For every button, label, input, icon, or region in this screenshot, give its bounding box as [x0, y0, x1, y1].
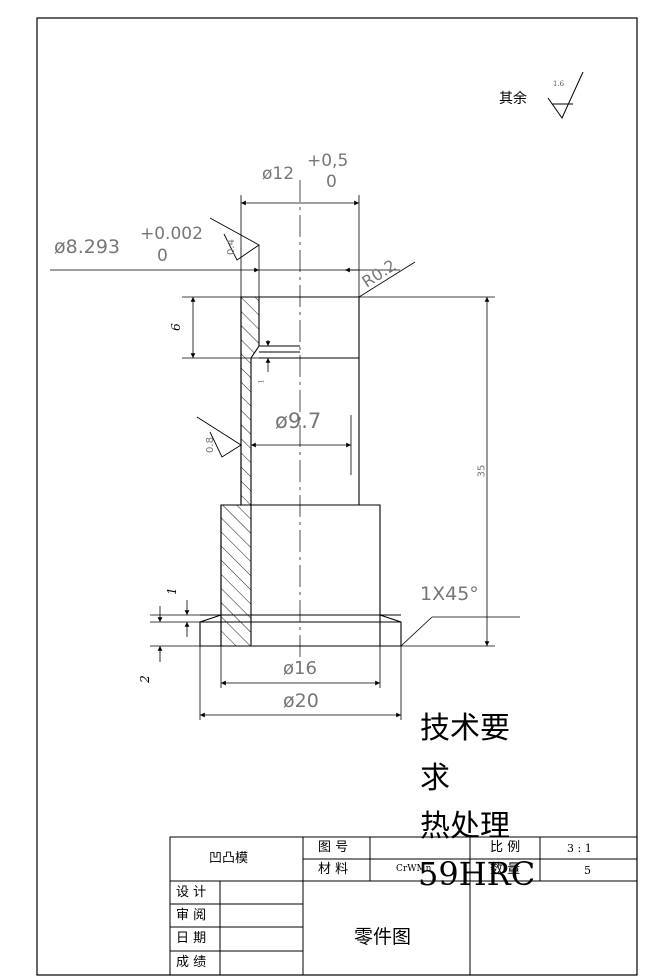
- tech-req-line2: 求: [420, 761, 450, 796]
- top-diameter-tol-upper: +0,5: [307, 151, 349, 171]
- material-value: CrWMn: [396, 864, 432, 874]
- quantity-value: 5: [584, 864, 591, 877]
- inner-roughness-value: 0.8: [204, 437, 216, 453]
- drawing-title: 零件图: [354, 926, 412, 948]
- bore-diameter-tol-upper: +0.002: [140, 224, 203, 244]
- small-step-label: 1: [257, 379, 266, 384]
- material-label: 材 料: [318, 862, 349, 877]
- chamfer-label: 1X45°: [420, 583, 479, 605]
- designer-label: 设 计: [176, 885, 207, 900]
- bore-roughness-value: 0.4: [225, 239, 237, 255]
- d16-label: ø16: [283, 658, 317, 679]
- step-2-label: 2: [137, 675, 152, 683]
- quantity-label: 数 量: [490, 862, 521, 877]
- date-label: 日 期: [176, 931, 207, 946]
- title-block: [169, 836, 638, 976]
- d20-label: ø20: [283, 690, 319, 712]
- height-35-label: 35: [476, 464, 488, 478]
- bore-diameter-label: ø8.293: [54, 236, 121, 258]
- top-diameter-label: ø12: [262, 164, 295, 184]
- roughness-value: 1.6: [553, 80, 565, 88]
- scale-label: 比 例: [490, 840, 521, 855]
- surface-roughness-marks: [196, 217, 260, 458]
- step-1-label: 1: [164, 587, 179, 595]
- scale-value: 3 : 1: [567, 842, 592, 855]
- top-diameter-tol-lower: 0: [326, 172, 337, 192]
- reviewer-label: 审 阅: [176, 908, 207, 923]
- part-body: [199, 296, 402, 647]
- roughness-label: 其余: [499, 91, 527, 107]
- roughness-symbol-icon: [547, 71, 584, 120]
- tech-req-line3: 热处理: [420, 809, 510, 844]
- grade-label: 成 绩: [176, 955, 207, 970]
- tech-req-line1: 技术要: [420, 711, 510, 746]
- height-6-label: 6: [168, 323, 183, 331]
- part-name: 凹凸模: [209, 851, 249, 866]
- inner-diameter-label: ø9.7: [275, 409, 322, 433]
- drawing-no-label: 图 号: [318, 840, 349, 855]
- tech-req-line4: 59HRC: [418, 855, 536, 893]
- dimension-lines: [50, 195, 520, 720]
- bore-diameter-tol-lower: 0: [157, 246, 168, 266]
